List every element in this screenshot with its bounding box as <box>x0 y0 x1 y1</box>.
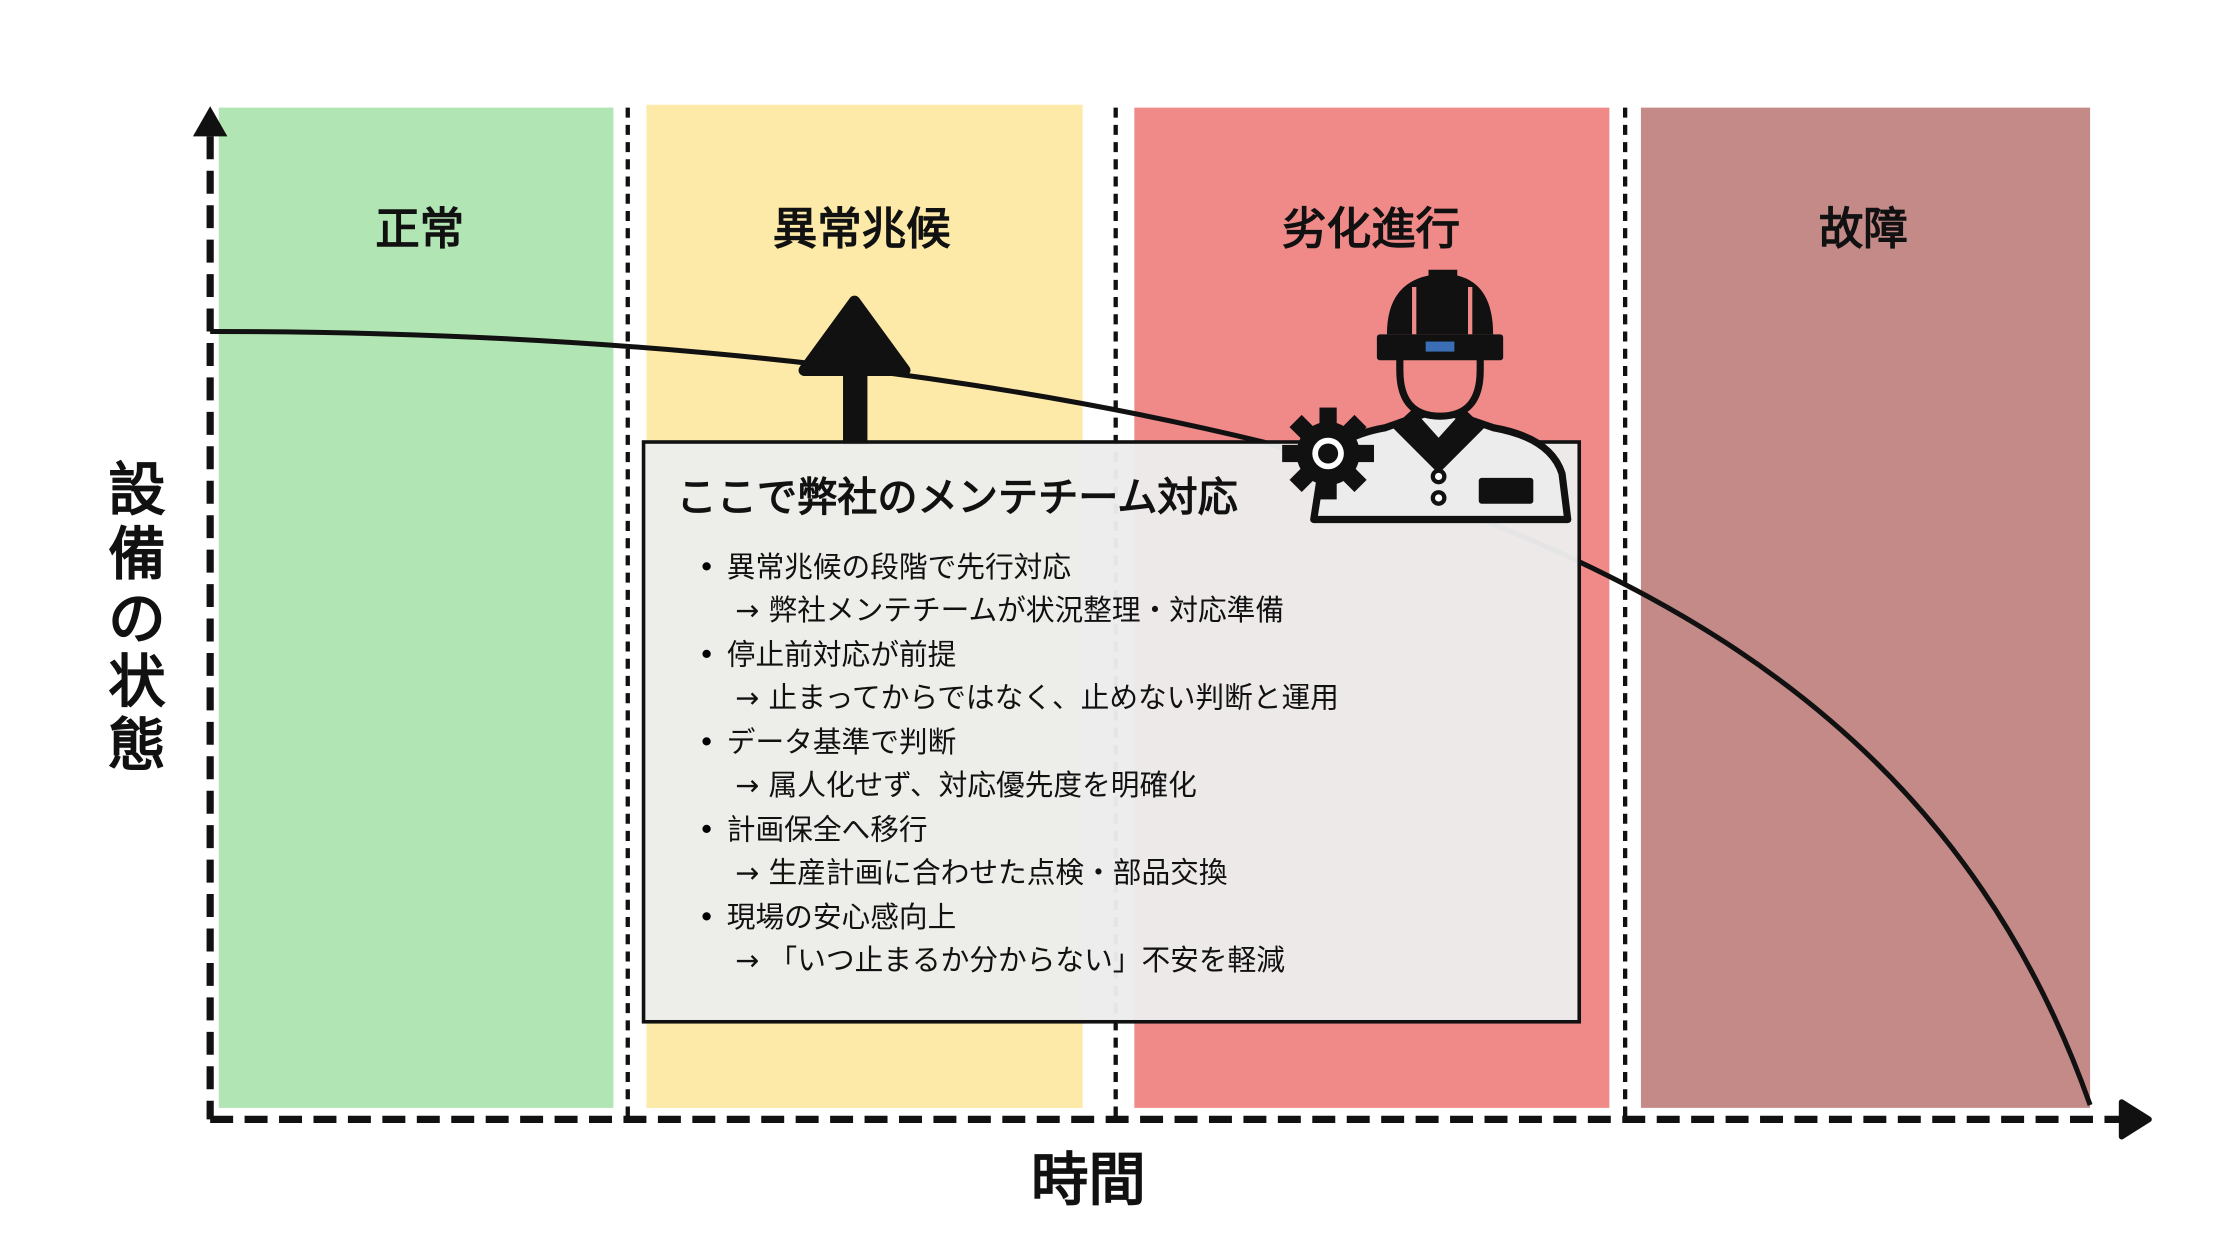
list-item-detail: → 止まってからではなく、止めない判断と運用 <box>735 680 1338 714</box>
list-item-detail: → 属人化せず、対応優先度を明確化 <box>735 768 1196 802</box>
list-item-bullet: 計画保全へ移行 <box>727 813 928 847</box>
list-item-detail: → 生産計画に合わせた点検・部品交換 <box>735 856 1227 890</box>
callout-list: • 異常兆候の段階で先行対応 → 弊社メンテチームが状況整理・対応準備 • 停止… <box>698 550 1339 977</box>
bullet-dot: • <box>698 550 715 584</box>
y-label-char: 備 <box>108 521 165 588</box>
zone-label-degradation: 劣化進行 <box>1282 204 1460 255</box>
zone-label-failure: 故障 <box>1819 204 1908 255</box>
list-item-bullet: 停止前対応が前提 <box>727 637 957 671</box>
y-axis-label: 設 備 の 状 態 <box>108 456 166 778</box>
list-item-detail: → 「いつ止まるか分からない」不安を軽減 <box>735 943 1285 977</box>
callout-title: ここで弊社のメンテチーム対応 <box>677 475 1238 521</box>
bullet-dot: • <box>698 725 715 759</box>
callout-box: ここで弊社のメンテチーム対応 • 異常兆候の段階で先行対応 → 弊社メンテチーム… <box>641 440 1582 1024</box>
bullet-dot: • <box>698 900 715 934</box>
x-axis-label: 時間 <box>1031 1147 1146 1214</box>
bullet-dot: • <box>698 813 715 847</box>
zone-label-anomaly: 異常兆候 <box>773 204 951 255</box>
y-label-char: の <box>108 586 165 653</box>
x-axis-arrow-icon <box>2118 1099 2152 1140</box>
list-item-bullet: 現場の安心感向上 <box>727 900 957 934</box>
y-axis-arrow-icon <box>192 106 228 137</box>
zone-label-normal: 正常 <box>375 204 464 255</box>
list-item-detail: → 弊社メンテチームが状況整理・対応準備 <box>735 593 1284 627</box>
list-item-bullet: データ基準で判断 <box>727 725 957 759</box>
up-arrow-icon <box>798 295 911 445</box>
y-label-char: 設 <box>108 456 166 523</box>
gear-icon <box>1282 407 1375 500</box>
x-axis <box>210 1099 2152 1140</box>
list-item-bullet: 異常兆候の段階で先行対応 <box>727 550 1071 584</box>
y-axis <box>192 106 228 1120</box>
y-label-char: 状 <box>108 649 166 716</box>
helmet-badge-icon <box>1425 341 1455 352</box>
y-label-char: 態 <box>108 712 165 779</box>
zone-normal <box>218 107 614 1108</box>
bullet-dot: • <box>698 637 715 671</box>
maintenance-worker-icon <box>1310 269 1572 524</box>
